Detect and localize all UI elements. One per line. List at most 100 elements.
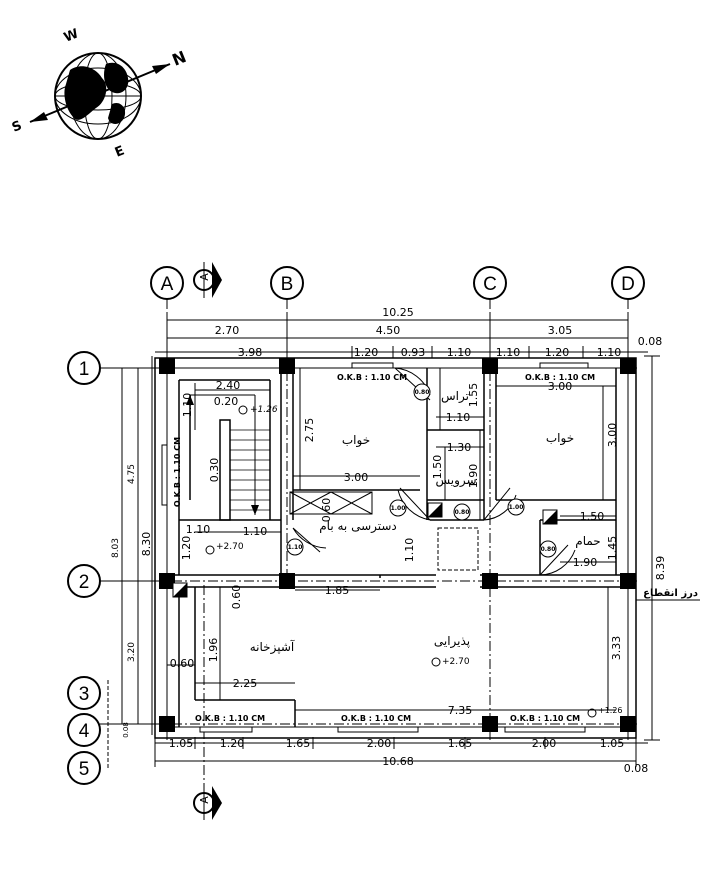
dim-left-23: 3.20 [127, 642, 137, 662]
dim-top-w1: 3.98 [238, 346, 263, 359]
dim-kit-060b: 0.60 [170, 657, 195, 670]
dim-stair-w: 2.40 [216, 379, 241, 392]
axis-label-2: 2 [79, 572, 90, 593]
dim-bot-4: 2.00 [367, 737, 392, 750]
dim-left-overall: 8.03 [111, 538, 121, 558]
dim-kit-225: 2.25 [233, 677, 258, 690]
dim-top-bc: 4.50 [376, 324, 401, 337]
room-label-roof-access: دسترسی به بام [319, 519, 397, 534]
dim-top-w4: 1.10 [447, 346, 472, 359]
dim-bot-right-extra: 0.08 [624, 762, 649, 775]
level-reception: +2.70 [442, 657, 470, 667]
dim-roof-110: 1.10 [403, 538, 416, 563]
dim-top-w6: 1.20 [545, 346, 570, 359]
level-kitchen: +2.70 [216, 542, 244, 552]
dim-stair-120: 1.20 [180, 536, 193, 561]
dim-rec-333: 3.33 [610, 636, 623, 661]
dim-top-w2: 1.20 [354, 346, 379, 359]
doors [292, 367, 576, 576]
window-label-6: O.K.B : 1.10 CM [510, 714, 580, 723]
axis-label-3: 3 [79, 684, 90, 705]
axis-label-4: 4 [79, 721, 90, 742]
door-tags [286, 383, 557, 558]
section-marker-top-label: A [198, 273, 211, 281]
dim-top-w3: 0.93 [401, 346, 426, 359]
section-marker-top [193, 262, 222, 298]
shafts [172, 502, 558, 598]
dim-bot-7: 1.05 [600, 737, 625, 750]
dim-top-w7: 1.10 [597, 346, 622, 359]
dim-bath-190: 1.90 [573, 556, 598, 569]
axis-bubbles [67, 266, 645, 785]
columns [159, 358, 636, 732]
dim-left-12: 4.75 [127, 464, 137, 484]
dim-stair-110: 1.10 [181, 393, 194, 418]
right-dimension-lines [644, 355, 660, 741]
door-tag-3: 0.80 [455, 509, 470, 516]
dim-stair-020: 0.20 [214, 395, 239, 408]
dim-bath-150: 1.50 [580, 510, 605, 523]
dim-terrace-110: 1.10 [446, 411, 471, 424]
dim-void-060: 0.60 [320, 498, 333, 523]
room-label-terrace: تراس [441, 389, 469, 404]
windows [161, 362, 589, 733]
dim-top-w5: 1.10 [496, 346, 521, 359]
dim-stair-030: 0.30 [208, 458, 221, 483]
door-tag-6: 1.10 [288, 544, 303, 551]
dim-bed-h: 2.75 [303, 418, 316, 443]
room-label-kitchen: آشپزخانه [250, 639, 295, 655]
label-expansion-joint: درز انقطاع [643, 588, 698, 599]
level-markers [205, 405, 597, 718]
compass-globe-icon [29, 52, 171, 140]
dim-bot-5: 1.65 [448, 737, 473, 750]
interior-dimension-lines [167, 368, 617, 711]
window-label-3: O.K.B : 1.10 CM [173, 437, 182, 507]
dim-left-34: 0.08 [122, 722, 130, 738]
top-dimension-lines [155, 314, 648, 360]
dim-bot-3: 1.65 [286, 737, 311, 750]
axis-label-1: 1 [79, 359, 90, 380]
axis-label-d: D [621, 274, 635, 295]
room-label-bath: حمام [575, 534, 600, 548]
dim-stair-110c: 1.10 [243, 525, 268, 538]
dim-kit-060: 0.60 [230, 585, 243, 610]
level-stair: +1.26 [250, 405, 278, 415]
window-label-5: O.K.B : 1.10 CM [341, 714, 411, 723]
compass-south-label: S [10, 118, 24, 135]
window-label-4: O.K.B : 1.10 CM [195, 714, 265, 723]
bottom-dimension-lines [154, 737, 648, 767]
dim-terrace-155: 1.55 [467, 383, 480, 408]
left-dimension-lines [107, 356, 158, 770]
dim-rec-735: 7.35 [448, 704, 473, 717]
door-tag-5: 0.80 [541, 546, 556, 553]
dim-top-ab: 2.70 [215, 324, 240, 337]
section-marker-bottom [193, 786, 222, 820]
room-label-bedroom-left: خواب [342, 433, 370, 448]
dim-bed2-h: 3.00 [606, 423, 619, 448]
dim-overall-top: 10.25 [382, 306, 414, 319]
dim-bed2-w: 3.00 [548, 380, 573, 393]
dim-top-cd: 3.05 [548, 324, 573, 337]
axis-label-5: 5 [79, 759, 90, 780]
dim-bed-w: 3.00 [344, 471, 369, 484]
compass-north-label: N [169, 47, 189, 70]
window-label-1: O.K.B : 1.10 CM [337, 373, 407, 382]
door-tag-4: 1.00 [509, 504, 524, 511]
dim-wc-190: 1.90 [467, 464, 480, 489]
dim-roof-185: 1.85 [325, 584, 350, 597]
axis-label-c: C [483, 274, 497, 295]
section-marker-bottom-label: A [198, 796, 211, 804]
dim-top-right-extra: 0.08 [638, 335, 663, 348]
dim-kit-196: 1.96 [207, 638, 220, 663]
walls [154, 357, 637, 739]
dim-right-overall: 8.39 [654, 556, 667, 581]
dim-wc-150: 1.50 [431, 455, 444, 480]
dim-wc-130: 1.30 [447, 441, 472, 454]
axis-label-a: A [161, 274, 174, 295]
dim-bath-145: 1.45 [606, 536, 619, 561]
axis-label-b: B [281, 274, 294, 295]
door-tag-2: 1.00 [391, 505, 406, 512]
door-tag-1: 0.80 [415, 389, 430, 396]
